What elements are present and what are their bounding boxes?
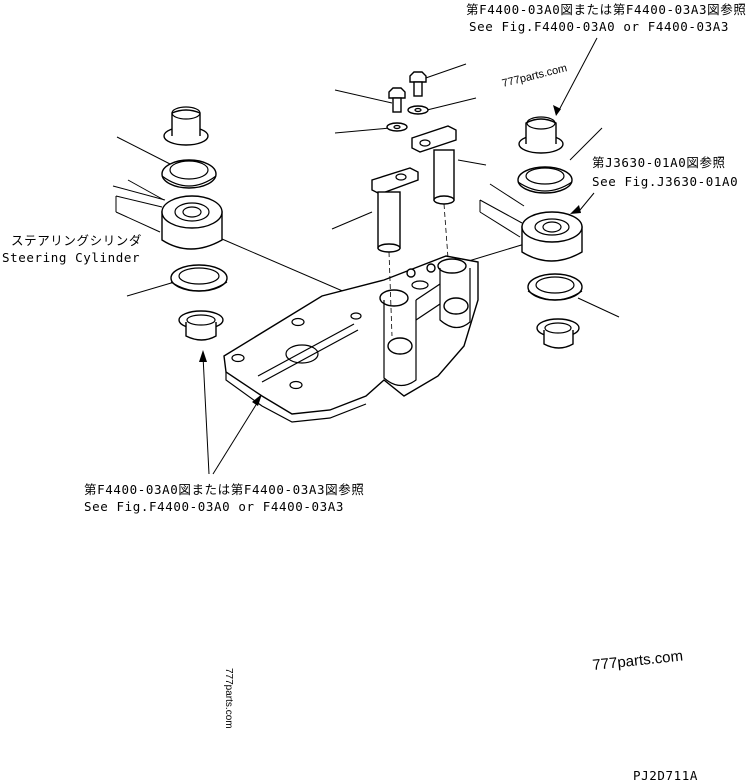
- bottom-ref-jp: 第F4400-03A0図または第F4400-03A3図参照: [84, 482, 364, 497]
- frame-bracket: [223, 255, 479, 423]
- drawing-code: PJ2D711A: [633, 768, 698, 783]
- steering-cylinder-right: [479, 183, 525, 238]
- bolts-and-washers: [386, 71, 429, 132]
- pin-with-plate-left: [371, 167, 419, 253]
- pin-with-plate-right: [411, 125, 457, 205]
- right-ref-en: See Fig.J3630-01A0: [592, 174, 738, 189]
- bottom-ref-en: See Fig.F4400-03A0 or F4400-03A3: [84, 499, 344, 514]
- right-bushing-stack: [517, 116, 583, 349]
- steering-cylinder-left: [115, 179, 165, 233]
- top-right-ref-en: See Fig.F4400-03A0 or F4400-03A3: [469, 19, 729, 34]
- centerlines: [388, 203, 449, 337]
- right-ref-jp: 第J3630-01A0図参照: [592, 155, 726, 170]
- steering-cylinder-label-en: Steering Cylinder: [2, 250, 140, 265]
- watermark-left-vertical: 777parts.com: [223, 668, 234, 729]
- watermark-right: 777parts.com: [592, 648, 684, 674]
- leader-lines: [112, 37, 620, 475]
- watermark-top: 777parts.com: [501, 62, 569, 90]
- steering-cylinder-label-jp: ステアリングシリンダ: [11, 233, 142, 248]
- top-right-ref-jp: 第F4400-03A0図または第F4400-03A3図参照: [466, 2, 746, 17]
- left-bushing-stack: [161, 106, 228, 341]
